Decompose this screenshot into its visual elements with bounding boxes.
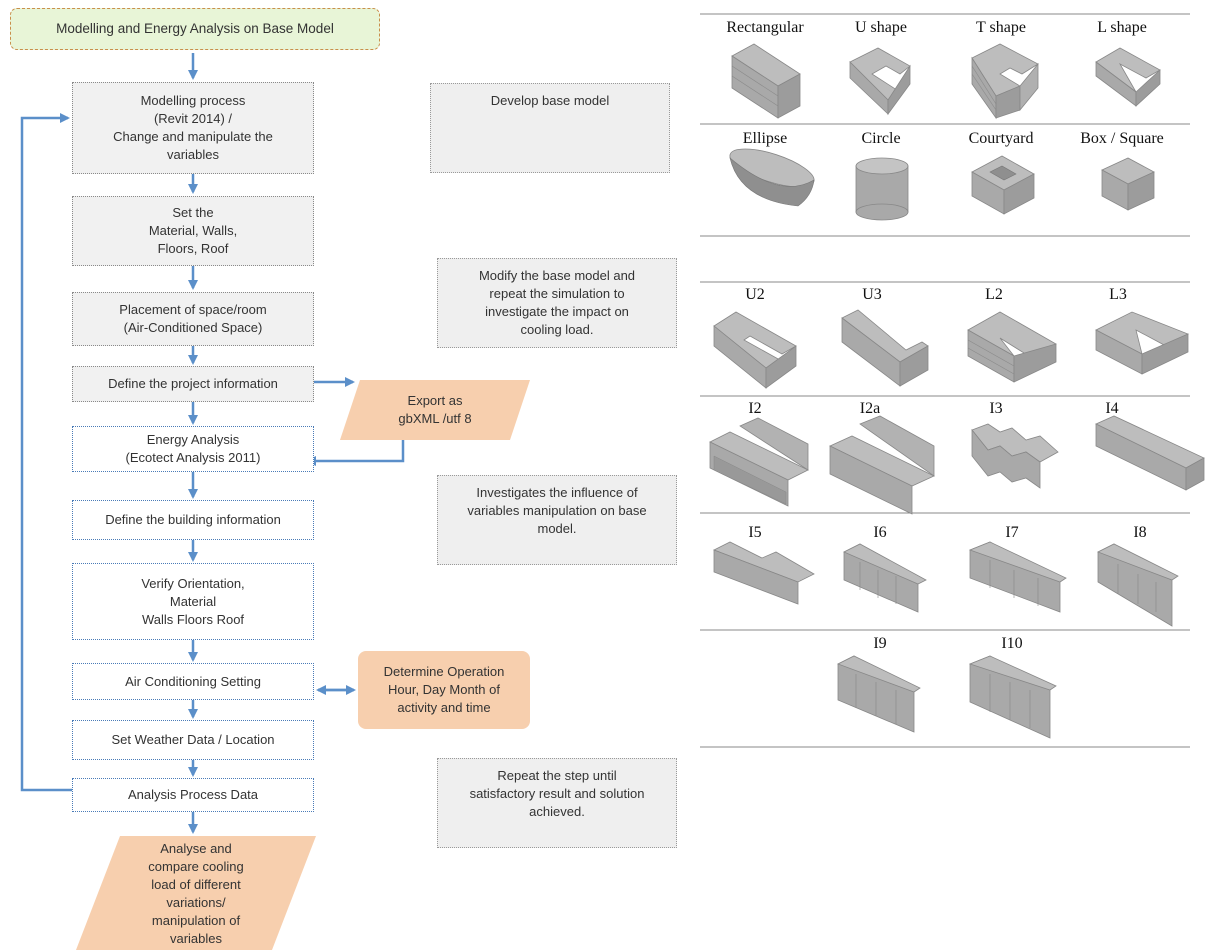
model-i9 xyxy=(836,655,921,733)
model-box-square xyxy=(1101,157,1155,211)
note-develop-base: Develop base model xyxy=(430,83,670,173)
gallery-rules xyxy=(700,13,1190,748)
shape-label-t-shape: T shape xyxy=(976,19,1026,36)
shape-label-box-square: Box / Square xyxy=(1080,130,1164,147)
model-courtyard xyxy=(971,155,1035,215)
output-analyse-text: Analyse and compare cooling load of diff… xyxy=(148,841,244,946)
operation-hours-box: Determine Operation Hour, Day Month of a… xyxy=(358,651,530,729)
shape-label-i8: I8 xyxy=(1133,524,1147,541)
model-i4 xyxy=(1095,415,1205,491)
model-l3 xyxy=(1095,311,1189,375)
shape-label-l-shape: L shape xyxy=(1097,19,1147,36)
shape-label-i4: I4 xyxy=(1105,400,1119,417)
shape-label-rectangular: Rectangular xyxy=(726,19,804,36)
shape-label-i3: I3 xyxy=(989,400,1003,417)
shape-label-i10: I10 xyxy=(1001,635,1023,652)
flowchart: Modelling and Energy Analysis on Base Mo… xyxy=(10,8,677,950)
building-shapes-gallery: Rectangular U shape T shape L shape Elli… xyxy=(700,0,1205,952)
step-air-conditioning: Air Conditioning Setting xyxy=(72,663,314,700)
model-l-shape xyxy=(1095,47,1161,107)
model-i6 xyxy=(843,543,927,613)
note-modify-base: Modify the base model and repeat the sim… xyxy=(437,258,677,348)
shape-label-i7: I7 xyxy=(1005,524,1019,541)
model-circle xyxy=(855,157,909,221)
output-parallelogram xyxy=(76,836,316,950)
shape-label-u3: U3 xyxy=(862,286,882,303)
model-i2 xyxy=(709,417,809,507)
shape-label-l3: L3 xyxy=(1109,286,1127,303)
shape-label-i9: I9 xyxy=(873,635,887,652)
arrow-export-return xyxy=(306,440,405,466)
model-i5 xyxy=(713,541,815,605)
step-modelling-process: Modelling process (Revit 2014) / Change … xyxy=(72,82,314,174)
shape-label-u-shape: U shape xyxy=(855,19,907,36)
model-i10 xyxy=(968,655,1057,739)
shape-label-courtyard: Courtyard xyxy=(968,130,1034,147)
step-project-information: Define the project information xyxy=(72,366,314,402)
model-u-shape xyxy=(849,47,911,116)
model-i2a xyxy=(829,415,935,515)
note-investigate-influence: Investigates the influence of variables … xyxy=(437,475,677,565)
step-analysis-process: Analysis Process Data xyxy=(72,778,314,812)
step-set-material: Set the Material, Walls, Floors, Roof xyxy=(72,196,314,266)
shape-label-i2: I2 xyxy=(748,400,762,417)
model-t-shape xyxy=(971,43,1039,120)
step-verify-orientation: Verify Orientation, Material Walls Floor… xyxy=(72,563,314,640)
shape-label-ellipse: Ellipse xyxy=(742,130,788,147)
flow-title: Modelling and Energy Analysis on Base Mo… xyxy=(10,8,380,50)
step-building-information: Define the building information xyxy=(72,500,314,540)
note-repeat-step: Repeat the step until satisfactory resul… xyxy=(437,758,677,848)
model-u2 xyxy=(713,311,797,389)
model-u3 xyxy=(841,309,929,387)
shape-label-i2a: I2a xyxy=(859,400,881,417)
model-i7 xyxy=(968,541,1067,613)
model-i3 xyxy=(971,423,1059,489)
export-parallelogram xyxy=(340,380,530,440)
shape-label-l2: L2 xyxy=(985,286,1003,303)
shape-label-i5: I5 xyxy=(748,524,762,541)
model-i8 xyxy=(1097,543,1179,627)
step-energy-analysis: Energy Analysis (Ecotect Analysis 2011) xyxy=(72,426,314,472)
model-ellipse xyxy=(729,148,815,207)
step-placement-space: Placement of space/room (Air-Conditioned… xyxy=(72,292,314,346)
model-l2 xyxy=(967,311,1057,383)
shape-label-i6: I6 xyxy=(873,524,887,541)
building-models xyxy=(709,43,1205,739)
model-rectangular xyxy=(731,43,801,119)
flow-connectors xyxy=(20,53,530,950)
shape-label-u2: U2 xyxy=(745,286,765,303)
step-weather-data: Set Weather Data / Location xyxy=(72,720,314,760)
shape-label-circle: Circle xyxy=(861,130,901,147)
export-gbxml-text: Export as gbXML /utf 8 xyxy=(398,393,472,426)
